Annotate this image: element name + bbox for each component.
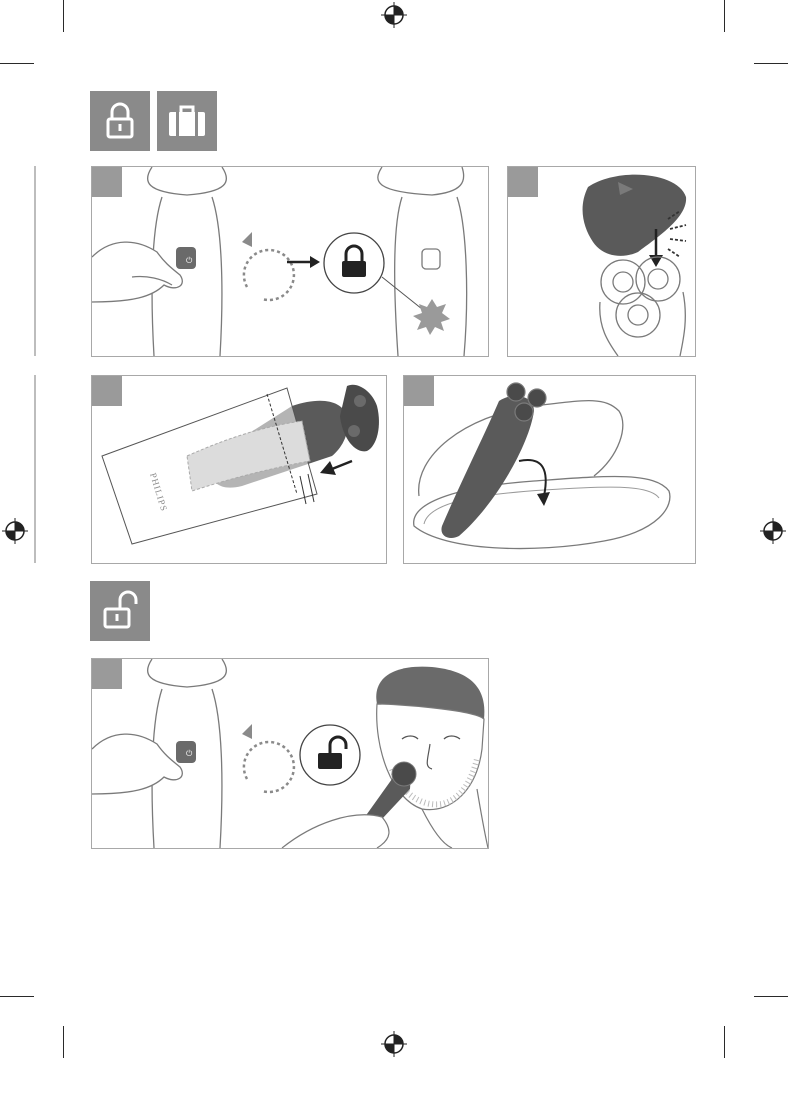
registration-mark-top — [381, 2, 407, 28]
left-margin-strip-lower — [34, 375, 36, 563]
crop-mark-bottom-right-h — [754, 996, 788, 997]
crop-mark-top-right-v — [724, 0, 725, 32]
protection-cap-illustration — [583, 175, 687, 256]
power-symbol: ⏻ — [186, 749, 193, 758]
suitcase-icon — [157, 91, 217, 151]
crop-mark-bottom-right-v — [724, 1026, 725, 1058]
arrow-left-icon — [332, 461, 352, 469]
step-number-tab — [404, 376, 434, 406]
press-hold-rotation-arrow — [244, 742, 294, 792]
crop-mark-bottom-left-v — [63, 1026, 64, 1058]
left-margin-strip-upper — [34, 166, 36, 356]
step-panel-lock-activation: ⏻ — [91, 166, 489, 357]
step-number-tab — [92, 376, 122, 406]
step-number-tab — [508, 167, 538, 197]
crop-mark-bottom-left-h — [0, 996, 34, 997]
registration-mark-bottom — [381, 1031, 407, 1057]
step-panel-case — [403, 375, 696, 564]
registration-mark-right — [760, 518, 786, 544]
crop-mark-top-left-h — [0, 63, 34, 64]
registration-mark-left — [2, 518, 28, 544]
press-hold-rotation-arrow — [244, 250, 294, 300]
padlock-open-icon — [90, 581, 150, 641]
crop-mark-top-right-h — [754, 63, 788, 64]
step-number-tab — [92, 659, 122, 689]
step-panel-protection-cap — [507, 166, 696, 357]
shaving-head-illustration — [600, 257, 686, 356]
power-symbol: ⏻ — [186, 256, 193, 265]
step-number-tab — [92, 167, 122, 197]
step-panel-unlock-shave: ⏻ — [91, 658, 489, 849]
crop-mark-top-left-v — [63, 0, 64, 32]
step-panel-pouch: PHILIPS — [91, 375, 387, 564]
lock-indicator-star — [413, 299, 450, 335]
padlock-closed-icon — [90, 91, 150, 151]
